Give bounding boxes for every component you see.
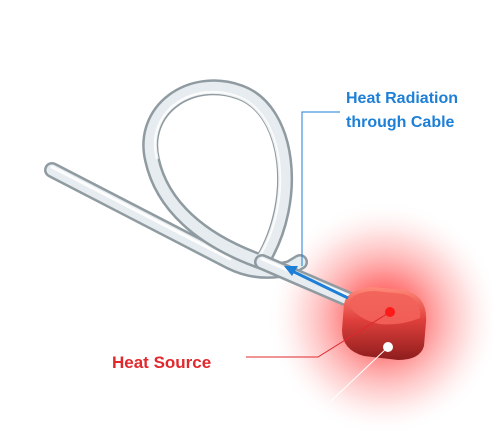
heat-source-label: Heat Source [112, 353, 211, 372]
glow-leader-line [329, 346, 389, 403]
probe-tip [342, 287, 427, 360]
heat-source-leader-line [246, 311, 391, 358]
radiation-leader-line [301, 111, 340, 266]
heat-radiation-label-line1: Heat Radiation [346, 90, 458, 107]
glow-marker [383, 342, 393, 352]
heat-radiation-label-line2: through Cable [346, 114, 455, 131]
radiation-arrow [284, 266, 349, 300]
heat-source-marker [385, 307, 395, 317]
